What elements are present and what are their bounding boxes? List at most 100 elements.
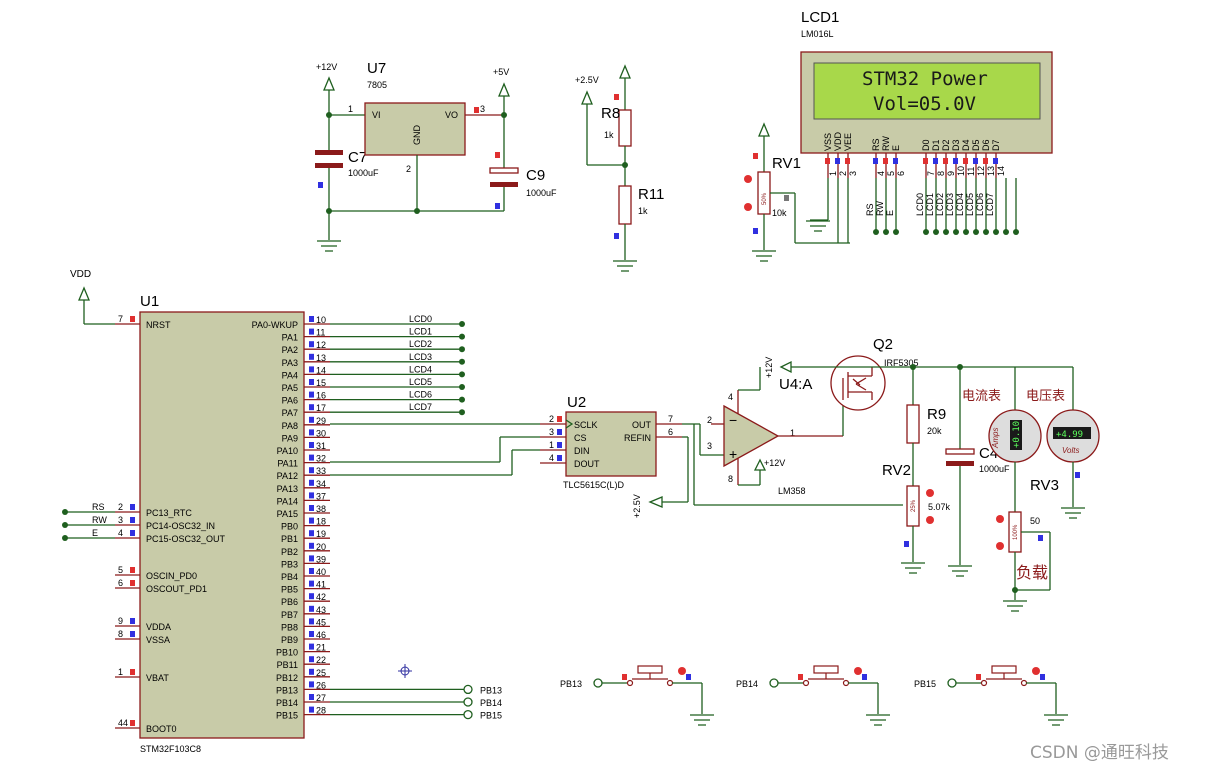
ground-icon [1003,600,1027,612]
push-button-pb14[interactable]: PB14 [736,665,890,726]
u2-pin-number: 6 [668,427,673,437]
r11-body [618,185,632,225]
lcd-net-label: LCD4 [955,193,965,216]
q2-ref: Q2 [873,336,893,353]
u1-pin-label: PC13_RTC [146,508,192,518]
u1-pin-label: PA13 [277,484,298,494]
u7-ref: U7 [367,60,386,77]
voltmeter-display-bg [1053,427,1091,439]
rv1-percent: 50% [762,192,768,205]
u4-supply-top: +12V [764,357,774,378]
button-net-label: PB14 [736,679,758,689]
power-5v-label: +5V [493,67,509,77]
lcd-ref: LCD1 [801,9,839,26]
u1-pin-number: 25 [316,668,326,678]
u1-pin-label: VBAT [146,673,169,683]
u1-pin-number: 21 [316,643,326,653]
reference-divider: +2.5V R8 1k R11 1k [575,64,664,272]
lcd-pin-label: VSS [823,133,833,151]
u2-pin-label: DOUT [574,459,600,469]
lcd-net-label: LCD3 [945,193,955,216]
u1-pin-label: PB5 [281,585,298,595]
regulator-section: +12V C7 1000uF U7 7805 VI VO GND 1 3 2 +… [315,60,557,252]
c7-value: 1000uF [348,168,379,178]
u7-body [364,102,466,156]
u1-pin-label: PB3 [281,559,298,569]
u1-pin-label: PA0-WKUP [252,320,298,330]
opamp-minus: − [729,412,737,428]
u1-pin-number: 3 [118,515,123,525]
push-button-pb15[interactable]: PB15 [914,665,1068,726]
lcd-pin-number: 1 [828,171,838,176]
u1-net-label: RW [92,515,107,525]
u1-left-pins: 7NRST2PC13_RTC3PC14-OSC32_IN4PC15-OSC32_… [62,314,226,734]
u1-net-label: E [92,528,98,538]
push-button-pb13[interactable]: PB13 [560,665,714,726]
u1-pin-number: 13 [316,353,326,363]
u1-net-label: LCD7 [409,402,432,412]
u1-pin-label: PA15 [277,509,298,519]
watermark: CSDN @通旺科技 [1030,743,1169,763]
r8-body [618,109,632,147]
power-arrow-icon [648,496,663,508]
rv3-ref: RV3 [1030,477,1059,494]
lcd-net-label: LCD0 [915,193,925,216]
voltmeter-unit: Volts [1062,446,1080,455]
u1-pin-number: 6 [118,578,123,588]
u1-net-label: LCD1 [409,327,432,337]
u1-pin-number: 27 [316,693,326,703]
ground-icon [752,250,776,262]
u1-pin-label: PB15 [276,711,298,721]
u2-vref-label: +2.5V [632,494,642,518]
u4-pin-2: 2 [707,415,712,425]
u1-pin-number: 29 [316,416,326,426]
lcd-pin-number: 5 [886,171,896,176]
u7-pin-vo: VO [445,110,458,120]
ground-icon [948,565,972,577]
u1-pin-label: PB12 [276,673,298,683]
ammeter-display-bg [1010,420,1022,450]
ground-icon [613,260,637,272]
u1-pin-label: PB13 [276,685,298,695]
u1-pin-number: 15 [316,378,326,388]
lcd-pin-label: D4 [961,139,971,151]
u1-ref: U1 [140,293,159,310]
u1-pin-label: PB8 [281,622,298,632]
lcd-pin-label: VDD [833,131,843,151]
u1-pin-label: PB4 [281,572,298,582]
lcd-net-label: RW [875,201,885,216]
lcd-pin-number: 2 [838,171,848,176]
u2-pin-number: 4 [549,453,554,463]
u1-pin-number: 40 [316,567,326,577]
u1-pin-label: PA12 [277,471,298,481]
lcd-net-label: LCD6 [975,193,985,216]
u2-ref: U2 [567,394,586,411]
button-cap[interactable] [991,665,1017,674]
rv3-value: 50 [1030,516,1040,526]
button-net-label: PB15 [914,679,936,689]
u1-net-label: PB13 [480,685,502,695]
u1-pin-number: 34 [316,479,326,489]
rv3-percent: 100% [1013,524,1019,540]
u2-pin-number: 2 [549,414,554,424]
u1-pin-number: 4 [118,528,123,538]
u2-pin-number: 7 [668,414,673,424]
u1-pin-number: 45 [316,617,326,627]
power-arrow-icon [581,90,593,105]
button-cap[interactable] [637,665,663,674]
u4-body [723,404,780,468]
u1-right-pins: 10PA0-WKUP11PA112PA213PA314PA415PA516PA6… [252,314,502,721]
power-arrow-icon [78,286,90,301]
c9-plate-top [489,167,519,174]
lcd-net-label: LCD1 [925,193,935,216]
c7-plate-top [315,150,343,155]
u1-pin-label: PB7 [281,610,298,620]
u1-pin-label: PB1 [281,534,298,544]
lcd-net-label: E [885,210,895,216]
u1-pin-number: 12 [316,340,326,350]
button-net-label: PB13 [560,679,582,689]
lcd-pin-label: RS [871,138,881,151]
rv2-value: 5.07k [928,502,951,512]
button-cap[interactable] [813,665,839,674]
ground-icon [1044,714,1068,726]
